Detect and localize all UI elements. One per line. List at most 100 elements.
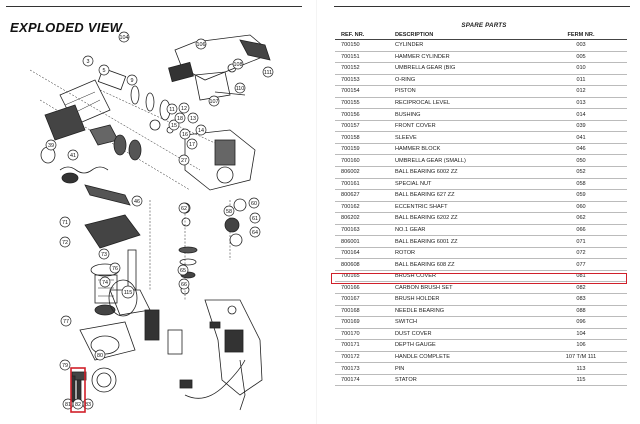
ferm-cell: 041 — [535, 131, 627, 144]
ref-cell: 700155 — [335, 97, 389, 110]
top-rule — [6, 6, 302, 7]
callout: 108 — [232, 58, 244, 70]
ref-cell: 700151 — [335, 51, 389, 64]
ref-cell: 800627 — [335, 189, 389, 202]
description-cell: O-RING — [389, 74, 535, 87]
callout: 115 — [121, 285, 135, 299]
ferm-cell: 096 — [535, 316, 627, 329]
svg-text:46: 46 — [134, 199, 140, 205]
ferm-cell: 062 — [535, 212, 627, 225]
description-cell: DEPTH GAUGE — [389, 339, 535, 352]
svg-text:9: 9 — [131, 78, 134, 84]
svg-text:82: 82 — [75, 402, 81, 408]
callout: 15 — [168, 119, 180, 131]
ref-cell: 700173 — [335, 362, 389, 375]
ref-cell: 700153 — [335, 74, 389, 87]
ferm-cell: 050 — [535, 154, 627, 167]
exploded-view-title: EXPLODED VIEW — [10, 20, 123, 35]
description-cell: SLEEVE — [389, 131, 535, 144]
ref-cell: 700174 — [335, 374, 389, 387]
ref-cell: 700160 — [335, 154, 389, 167]
svg-text:12: 12 — [181, 106, 187, 112]
description-cell: HAMMER BLOCK — [389, 143, 535, 156]
ref-cell: 700163 — [335, 224, 389, 237]
description-cell: PIN — [389, 362, 535, 375]
top-rule — [334, 6, 630, 7]
callout: 71 — [59, 216, 71, 228]
callout: 17 — [186, 138, 198, 150]
svg-text:80: 80 — [97, 353, 103, 359]
ref-cell: 806202 — [335, 212, 389, 225]
callout: 62 — [178, 202, 190, 214]
ferm-cell: 107 T/M 111 — [535, 351, 627, 364]
exploded-view-diagram: 104 106 107 108 110 111 3 5 9 11 12 13 1… — [29, 31, 274, 413]
ferm-cell: 088 — [535, 305, 627, 318]
description-cell: BRUSH HOLDER — [389, 293, 535, 306]
callout: 39 — [45, 139, 57, 151]
description-cell: BALL BEARING 627 ZZ — [389, 189, 535, 202]
description-cell: NO.1 GEAR — [389, 224, 535, 237]
callout: 106 — [195, 38, 207, 50]
ref-cell: 700166 — [335, 281, 389, 295]
callout: 9 — [126, 74, 138, 86]
callout: 64 — [249, 226, 261, 238]
callout: 14 — [195, 124, 207, 136]
ref-cell: 700159 — [335, 143, 389, 156]
ferm-cell: 013 — [535, 97, 627, 110]
svg-text:64: 64 — [252, 230, 258, 236]
callout: 76 — [109, 262, 121, 274]
svg-text:83: 83 — [85, 402, 91, 408]
description-cell: HAMMER CYLINDER — [389, 51, 535, 64]
ferm-cell: 083 — [535, 293, 627, 306]
ref-cell: 806002 — [335, 166, 389, 179]
ferm-cell: 039 — [535, 120, 627, 133]
carbon-brush-row-highlight — [331, 273, 627, 284]
ferm-cell: 106 — [535, 339, 627, 352]
ref-cell: 700172 — [335, 351, 389, 364]
svg-text:66: 66 — [181, 282, 187, 288]
description-cell: BALL BEARING 6002 ZZ — [389, 166, 535, 179]
callout: 60 — [248, 197, 260, 209]
callout: 27 — [178, 154, 190, 166]
callout: 11 — [166, 103, 178, 115]
ref-cell: 700164 — [335, 247, 389, 260]
table-header-row: REF. NR. DESCRIPTION FERM NR. — [335, 31, 627, 40]
exploded-view-page: EXPLODED VIEW — [0, 0, 312, 424]
svg-text:74: 74 — [102, 280, 108, 286]
column-header-ref: REF. NR. — [335, 31, 389, 40]
callout: 12 — [178, 102, 190, 114]
carbon-brush-highlight — [70, 367, 86, 413]
description-cell: RECIPROCAL LEVEL — [389, 97, 535, 110]
ref-cell: 700154 — [335, 85, 389, 98]
svg-text:77: 77 — [63, 319, 69, 325]
callout: 58 — [223, 205, 235, 217]
callout: 111 — [262, 66, 274, 78]
callout: 3 — [82, 55, 94, 67]
svg-text:60: 60 — [251, 201, 257, 207]
ferm-cell: 005 — [535, 51, 627, 64]
svg-text:79: 79 — [62, 363, 68, 369]
ferm-cell: 059 — [535, 189, 627, 202]
callout: 82 — [72, 398, 84, 410]
svg-text:107: 107 — [210, 99, 219, 105]
ref-cell: 806001 — [335, 235, 389, 248]
ref-cell: 700167 — [335, 293, 389, 306]
ferm-cell: 010 — [535, 62, 627, 75]
svg-text:104: 104 — [120, 35, 129, 41]
